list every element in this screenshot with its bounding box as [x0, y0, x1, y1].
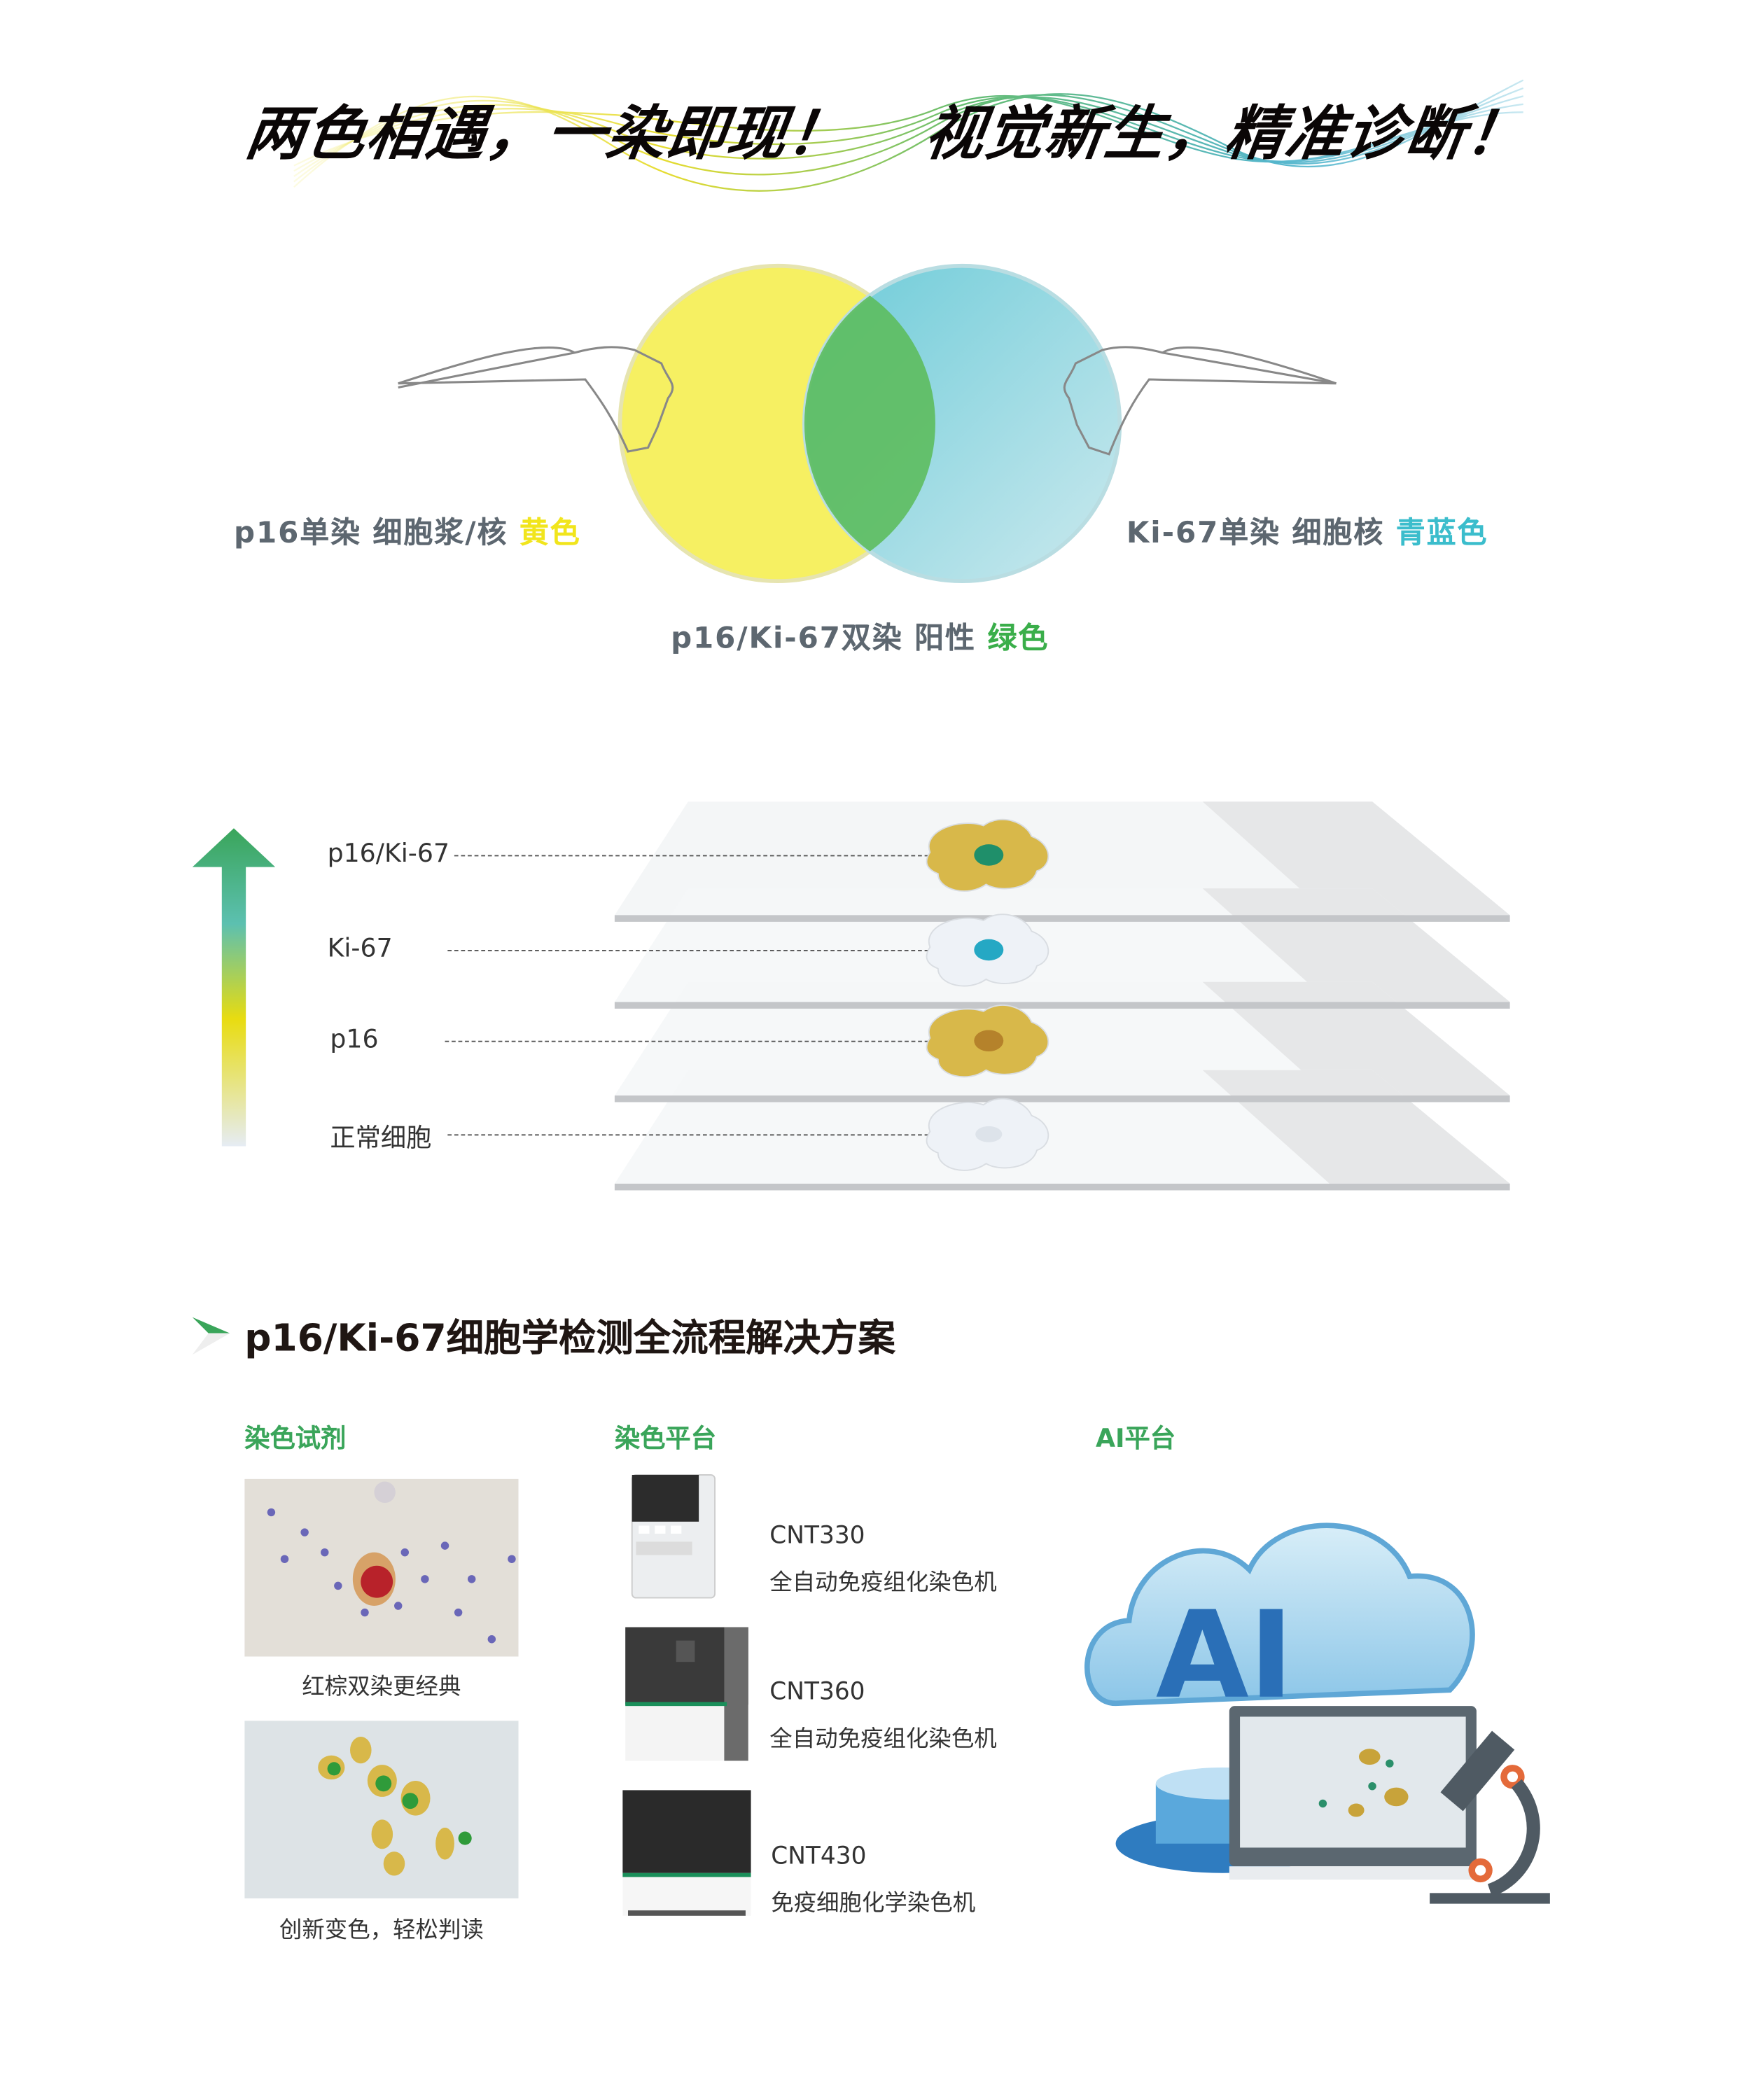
p16-single-label: p16单染 细胞浆/核 黄色	[234, 509, 581, 552]
leader-line	[454, 855, 935, 857]
cnt430-desc: 免疫细胞化学染色机	[771, 1890, 976, 1917]
plane-1	[614, 802, 1510, 916]
ai-platform-illustration: AI	[1084, 1522, 1550, 1904]
cell-icon	[926, 818, 1049, 892]
cloud-icon	[1084, 1522, 1475, 1707]
cell-icon	[926, 1004, 1049, 1078]
reagent-heading: 染色试剂	[244, 1424, 347, 1454]
leader-line	[447, 949, 935, 951]
label-text: p16/Ki-67双染 阳性	[671, 622, 988, 657]
cnt330-desc: 全自动免疫组化染色机	[769, 1569, 997, 1597]
layer-label: Ki-67	[327, 934, 393, 964]
cell-icon	[926, 913, 1049, 987]
leader-line	[447, 1134, 935, 1136]
plane-4	[614, 1070, 1510, 1184]
cell-icon	[926, 1098, 1049, 1171]
color-word-cyan: 青蓝色	[1395, 517, 1488, 551]
right-hand-icon	[1063, 346, 1337, 456]
plane-edge	[614, 915, 1510, 922]
section-title: p16/Ki-67细胞学检测全流程解决方案	[244, 1315, 895, 1360]
cnt430-instrument-image	[622, 1790, 751, 1916]
reagent-caption-1: 红棕双染更经典	[302, 1674, 461, 1701]
plane-3	[614, 981, 1510, 1096]
cnt330-instrument-image	[631, 1474, 716, 1599]
ai-logo-text: AI	[1156, 1586, 1294, 1726]
cnt360-instrument-image	[625, 1627, 748, 1761]
ai-heading: AI平台	[1095, 1424, 1176, 1454]
plane-edge	[614, 1002, 1510, 1009]
slogan-right: 视觉新生，精准诊断！	[920, 100, 1532, 169]
red-brown-stain-image	[244, 1478, 519, 1657]
gradient-arrow-icon	[192, 828, 276, 1147]
section-arrow-icon	[192, 1317, 230, 1355]
platform-heading: 染色平台	[614, 1424, 716, 1454]
cnt430-model: CNT430	[771, 1842, 867, 1870]
color-word-yellow: 黄色	[519, 517, 581, 551]
left-hand-icon	[398, 346, 674, 453]
layer-label: p16/Ki-67	[327, 839, 450, 869]
green-yellow-stain-image	[244, 1721, 519, 1898]
ki67-single-label: Ki-67单染 细胞核 青蓝色	[1126, 509, 1488, 552]
cnt360-desc: 全自动免疫组化染色机	[769, 1726, 997, 1753]
label-text: p16单染 细胞浆/核	[233, 517, 519, 551]
venn-diagram	[398, 263, 1337, 584]
cnt360-model: CNT360	[769, 1678, 865, 1707]
plane-edge	[614, 1183, 1510, 1191]
plane-edge	[614, 1095, 1510, 1102]
wave-decoration	[293, 79, 1524, 192]
slogan-left: 两色相遇，一染即现！	[242, 100, 853, 169]
leader-line	[445, 1040, 935, 1042]
label-text: Ki-67单染 细胞核	[1126, 517, 1396, 551]
cnt330-model: CNT330	[769, 1521, 865, 1550]
double-stain-label: p16/Ki-67双染 阳性 绿色	[671, 615, 1049, 657]
microscope-icon	[1430, 1730, 1550, 1904]
color-word-green: 绿色	[987, 622, 1049, 657]
green-overlap	[804, 265, 935, 582]
layer-label: p16	[330, 1024, 379, 1054]
layer-label: 正常细胞	[330, 1124, 432, 1154]
reagent-caption-2: 创新变色，轻松判读	[279, 1917, 484, 1944]
